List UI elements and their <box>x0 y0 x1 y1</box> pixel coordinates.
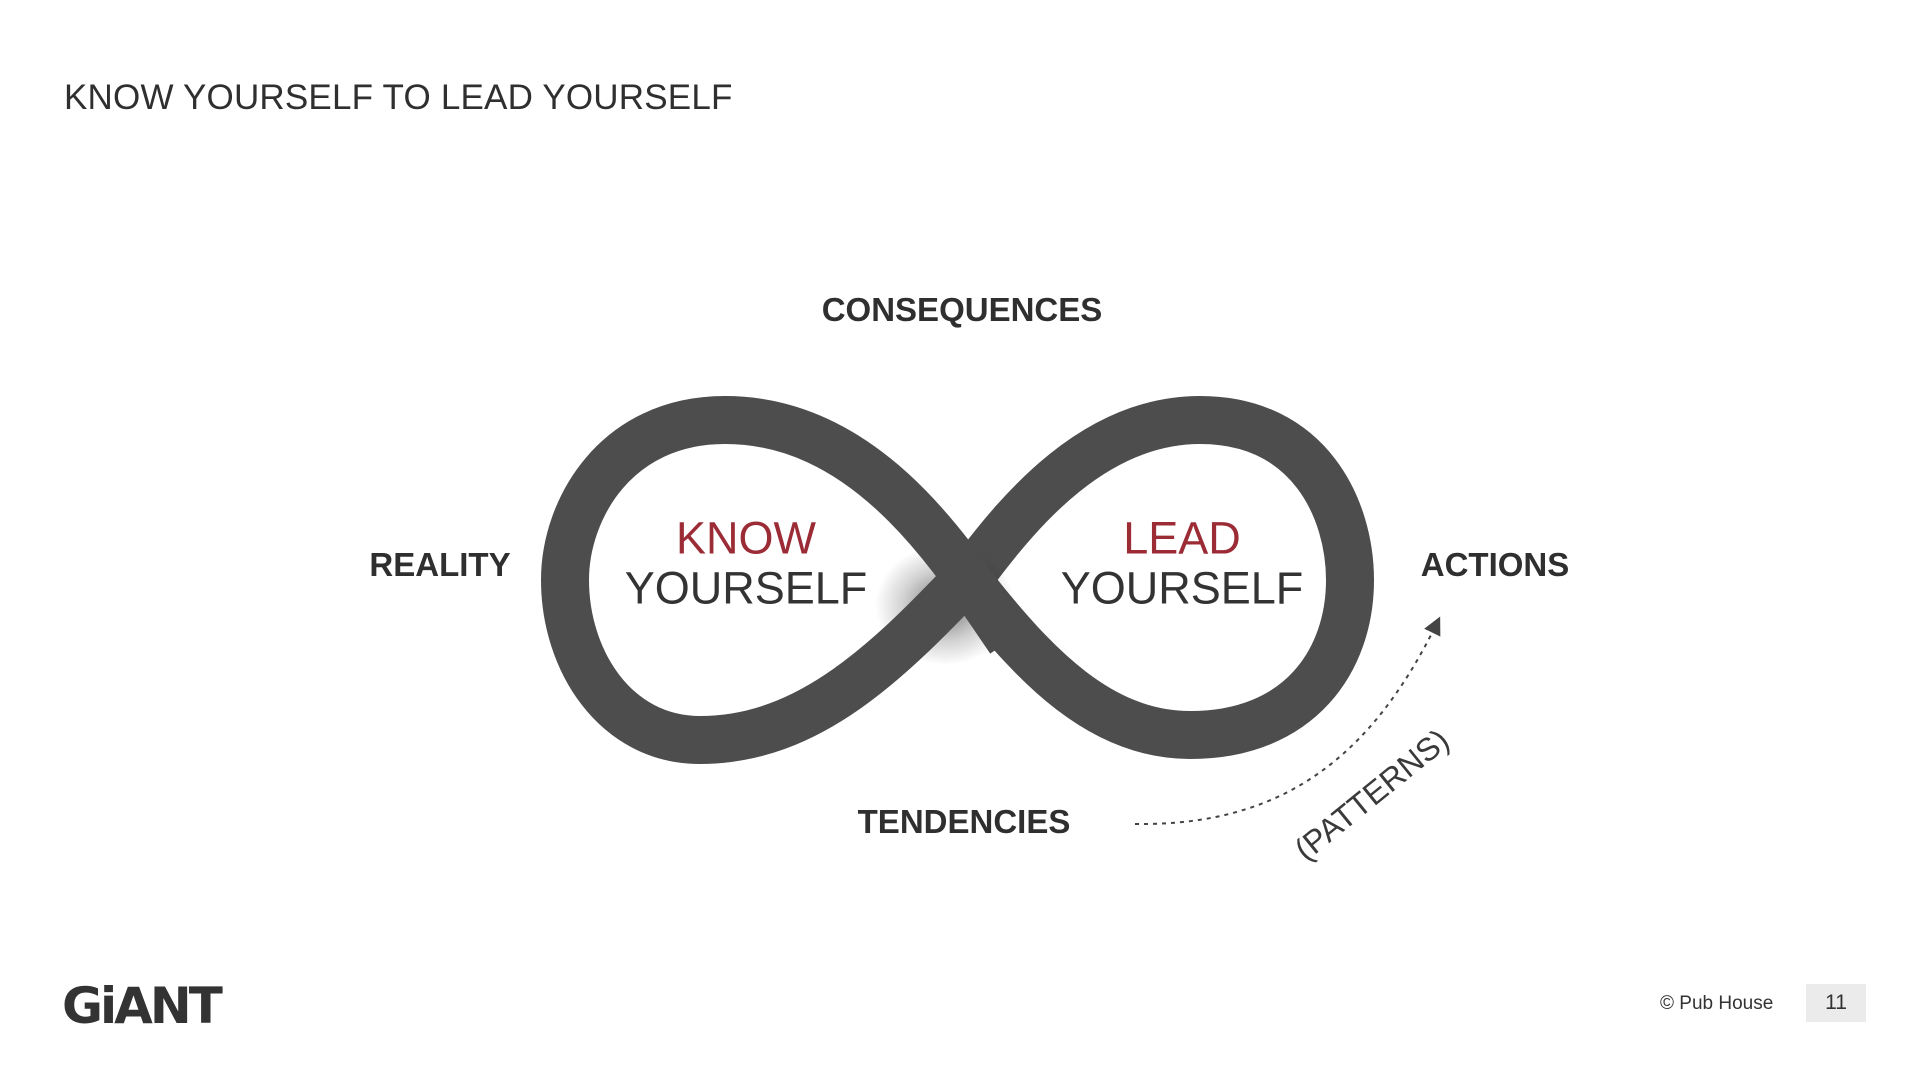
right-loop-accent: LEAD <box>1123 512 1241 564</box>
copyright-text: © Pub House <box>1660 993 1774 1014</box>
right-loop-label: LEAD YOURSELF <box>1060 512 1304 613</box>
page-number: 11 <box>1806 984 1866 1022</box>
stage-label-tendencies: TENDENCIES <box>857 803 1071 840</box>
stage-label-consequences: CONSEQUENCES <box>821 291 1103 328</box>
infinity-left-lobe <box>540 395 1030 765</box>
stage-label-reality: REALITY <box>369 546 511 583</box>
left-loop-accent: KNOW <box>676 512 816 564</box>
right-loop-main: YOURSELF <box>1060 562 1304 613</box>
patterns-arrow <box>1134 616 1441 826</box>
slide-title: KNOW YOURSELF TO LEAD YOURSELF <box>64 78 733 117</box>
left-loop-label: KNOW YOURSELF <box>624 512 868 613</box>
giant-logo: GiANT <box>62 977 223 1035</box>
stage-label-actions: ACTIONS <box>1420 546 1570 583</box>
infinity-right-lobe <box>955 395 1375 760</box>
left-loop-main: YOURSELF <box>624 562 868 613</box>
